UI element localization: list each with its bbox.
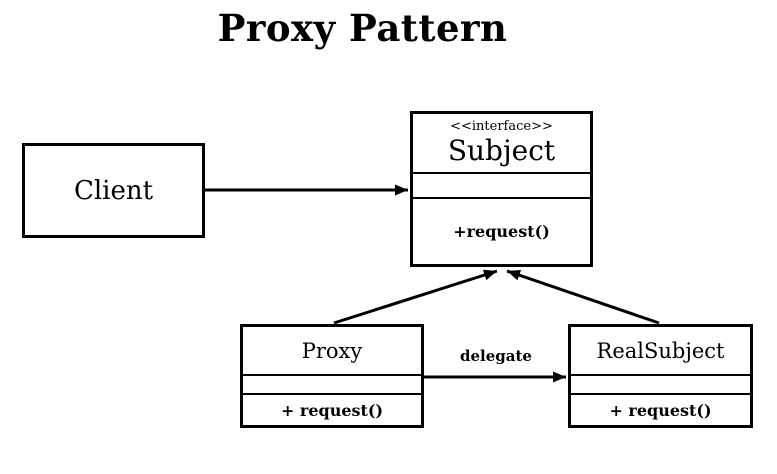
realsubject-to-subject-arrow [506, 269, 660, 325]
subject-method: +request() [453, 222, 550, 241]
proxy-to-subject-arrow [333, 269, 498, 325]
diagram-title: Proxy Pattern [217, 6, 508, 50]
client-class-box: Client [22, 143, 205, 238]
proxy-class-name: Proxy [301, 338, 363, 363]
realsubject-attributes-section [571, 374, 750, 393]
realsubject-class-name: RealSubject [596, 338, 725, 363]
subject-class-name: Subject [447, 134, 556, 168]
proxy-class-box: Proxy + request() [240, 324, 424, 428]
subject-attributes-section [413, 172, 590, 197]
client-class-name: Client [73, 175, 154, 206]
proxy-methods-section: + request() [243, 393, 421, 425]
proxy-title-section: Proxy [243, 327, 421, 374]
subject-title-section: <<interface>> Subject [413, 114, 590, 172]
realsubject-methods-section: + request() [571, 393, 750, 425]
realsubject-method: + request() [609, 400, 712, 420]
subject-class-box: <<interface>> Subject +request() [410, 111, 593, 267]
realsubject-title-section: RealSubject [571, 327, 750, 374]
realsubject-class-box: RealSubject + request() [568, 324, 753, 428]
subject-methods-section: +request() [413, 197, 590, 264]
subject-stereotype: <<interface>> [450, 118, 553, 134]
proxy-attributes-section [243, 374, 421, 393]
delegate-label: delegate [460, 347, 532, 365]
proxy-method: + request() [280, 400, 384, 420]
